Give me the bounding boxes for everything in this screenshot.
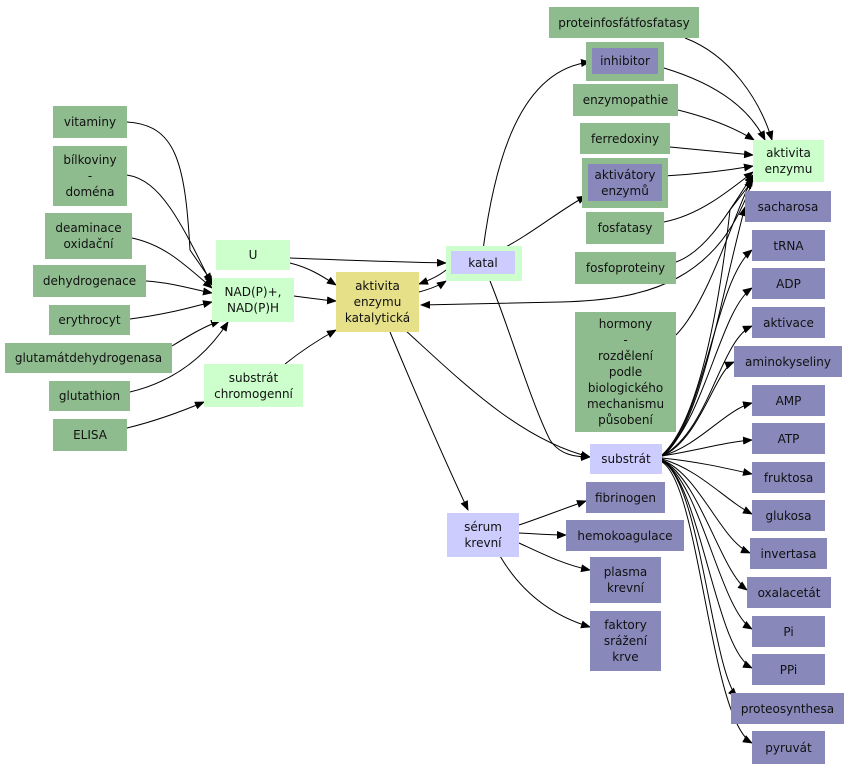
edge-serum-plasma	[518, 542, 591, 573]
node-enzymopathie: enzymopathie	[573, 84, 678, 116]
node-inhibitor: inhibitor	[592, 48, 658, 74]
edge-serum-faktory	[499, 555, 591, 629]
edge-elisa-substratchrom	[126, 401, 205, 429]
edge-substrat-aktivace	[661, 325, 753, 457]
node-trna: tRNA	[752, 230, 825, 261]
node-substrat-chromogenni: substrát chromogenní	[204, 364, 303, 407]
node-elisa: ELISA	[53, 419, 127, 451]
node-fibrinogen: fibrinogen	[586, 482, 665, 513]
node-aktivita-enzymu: aktivita enzymu	[753, 140, 824, 182]
edge-serum-hemokoagulace	[518, 530, 567, 539]
edge-substrat-oxalacetat	[661, 459, 748, 591]
node-inhibitor-frame: inhibitor	[586, 42, 664, 81]
edge-substrat-glukosa	[661, 458, 753, 515]
edge-dehydrogenace-nadph	[145, 280, 213, 296]
node-fosfatasy: fosfatasy	[586, 212, 664, 244]
edge-substrat-adp	[661, 287, 753, 457]
node-katal-frame: katal	[446, 246, 522, 281]
edge-katal-aktivatory	[499, 195, 587, 251]
node-serum-krevni: sérum krevní	[447, 513, 519, 557]
edge-u-aktivita	[289, 262, 337, 286]
node-aktivace: aktivace	[752, 307, 825, 338]
edge-substrat-ppi	[661, 460, 753, 669]
node-bilkoviny: bílkoviny - doména	[53, 146, 127, 206]
edge-substrat-invertasa	[661, 459, 751, 554]
edge-substrat-aminokyseliny	[661, 361, 735, 457]
edge-substratchrom-aktivita	[284, 329, 337, 365]
edge-substrat-trna	[661, 249, 753, 457]
node-fosfoproteiny: fosfoproteiny	[575, 252, 676, 284]
node-hormony: hormony - rozdělení podle biologického m…	[575, 312, 676, 432]
edge-katal-substrat	[489, 280, 591, 461]
edge-aktivita-serum	[389, 331, 469, 511]
edge-nadph-aktivita	[293, 295, 337, 305]
node-proteosynthesa: proteosynthesa	[731, 693, 844, 724]
node-fruktosa: fruktosa	[752, 462, 825, 493]
node-plasma-krevni: plasma krevní	[590, 557, 661, 603]
node-aminokyseliny: aminokyseliny	[734, 346, 842, 377]
node-pi: Pi	[752, 616, 825, 647]
node-aktivatory-enzymu: aktivátory enzymů	[588, 164, 662, 201]
edge-deaminace-nadph	[131, 237, 213, 289]
edge-katal-inhibitor	[482, 59, 591, 251]
node-u: U	[216, 240, 290, 270]
node-proteinfosfatfosfatasy: proteinfosfátfosfatasy	[549, 7, 699, 38]
edge-aktivita-katal	[418, 280, 447, 293]
edge-substrat-proteosynthesa	[661, 460, 738, 698]
node-aktivatory-frame: aktivátory enzymů	[582, 158, 668, 208]
edge-substrat-pi	[661, 460, 753, 630]
edge-substrat-atp	[661, 436, 753, 457]
node-oxalacetat: oxalacetát	[747, 577, 831, 608]
edge-katal-aktivita	[418, 269, 447, 285]
edge-proteinfosfat-aktivita	[684, 37, 774, 141]
node-pyruvat: pyruvát	[752, 731, 825, 764]
edge-bilkoviny-nadph	[126, 174, 213, 286]
node-faktory-srazeni-krve: faktory srážení krve	[590, 611, 661, 671]
node-vitaminy: vitaminy	[53, 106, 127, 138]
edge-serum-fibrinogen	[518, 500, 587, 526]
node-glutamatdehydrogenasa: glutamátdehydrogenasa	[5, 343, 172, 373]
edge-substrat-fruktosa	[661, 457, 753, 476]
edge-aktivatory-aktivita	[663, 163, 754, 177]
edge-inhibitor-aktivita	[663, 67, 766, 141]
edge-glutamatdh-nadph	[171, 320, 221, 347]
node-deaminace: deaminace oxidační	[45, 213, 132, 259]
node-amp: AMP	[752, 385, 825, 416]
node-atp: ATP	[752, 423, 825, 454]
node-invertasa: invertasa	[750, 538, 827, 569]
node-nadph: NAD(P)+, NAD(P)H	[212, 278, 294, 322]
edge-glutathion-nadph	[129, 321, 229, 393]
node-aktivita-enzymu-katalyticka: aktivita enzymu katalytická	[336, 272, 419, 332]
node-glukosa: glukosa	[752, 500, 825, 531]
node-katal: katal	[451, 251, 515, 274]
edge-enzymopathie-aktivita	[677, 109, 755, 141]
edge-u-katal	[289, 257, 447, 267]
node-adp: ADP	[752, 268, 825, 299]
edge-aktivita-substrat	[404, 329, 591, 459]
node-substrat: substrát	[590, 444, 662, 474]
node-ppi: PPi	[752, 654, 825, 685]
node-dehydrogenace: dehydrogenace	[33, 265, 146, 297]
edge-substrat-amp	[661, 401, 753, 457]
edge-vitaminy-nadph	[126, 121, 213, 283]
edge-ferredoxiny-aktivita	[669, 146, 754, 159]
node-ferredoxiny: ferredoxiny	[580, 123, 670, 154]
node-sacharosa: sacharosa	[745, 191, 831, 222]
edge-erythrocyt-nadph	[129, 300, 213, 320]
node-glutathion: glutathion	[49, 381, 130, 411]
node-hemokoagulace: hemokoagulace	[566, 520, 684, 551]
node-erythrocyt: erythrocyt	[49, 305, 130, 335]
